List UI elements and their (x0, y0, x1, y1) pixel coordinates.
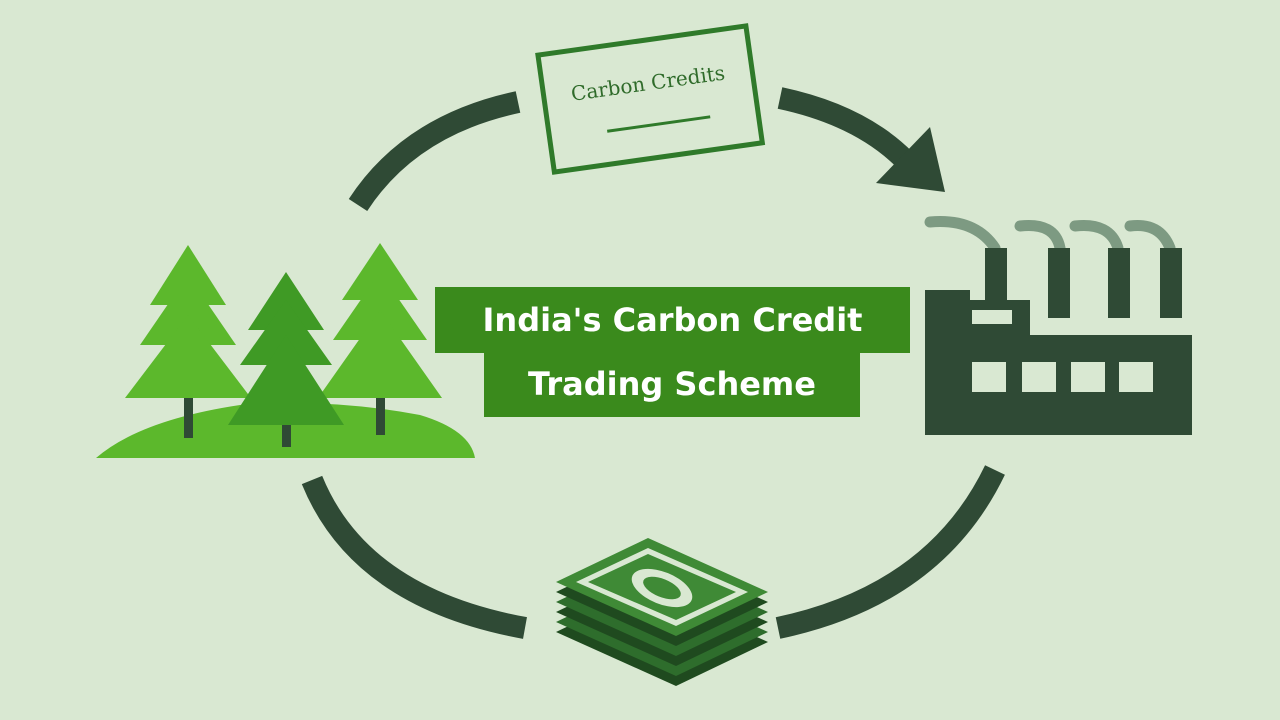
cycle-arcs (301, 87, 1005, 639)
factory-icon (924, 216, 1192, 435)
arc-bottom-left (301, 475, 527, 639)
forest-icon (96, 243, 475, 458)
tree-right (318, 243, 442, 435)
arc-top-left (348, 91, 521, 212)
factory-body (925, 290, 1192, 435)
title-line-1: India's Carbon Credit (435, 287, 910, 353)
arc-top-right (777, 87, 913, 168)
arc-bottom-right (775, 465, 1005, 639)
factory-windows (972, 310, 1153, 392)
tree-left (125, 245, 251, 438)
chimney-4 (1160, 248, 1182, 318)
chimney-3 (1108, 248, 1130, 318)
smoke (924, 216, 1176, 254)
chimney-2 (1048, 248, 1070, 318)
chimney-1 (985, 248, 1007, 308)
certificate-label: Carbon Credits (569, 60, 726, 105)
certificate-border (535, 23, 766, 175)
money-stack-icon (556, 538, 768, 686)
certificate-icon: Carbon Credits (535, 23, 766, 175)
certificate-underline (607, 115, 711, 133)
tree-center (228, 272, 344, 447)
title-line-2: Trading Scheme (484, 353, 860, 417)
arrow-head-icon (876, 127, 945, 192)
